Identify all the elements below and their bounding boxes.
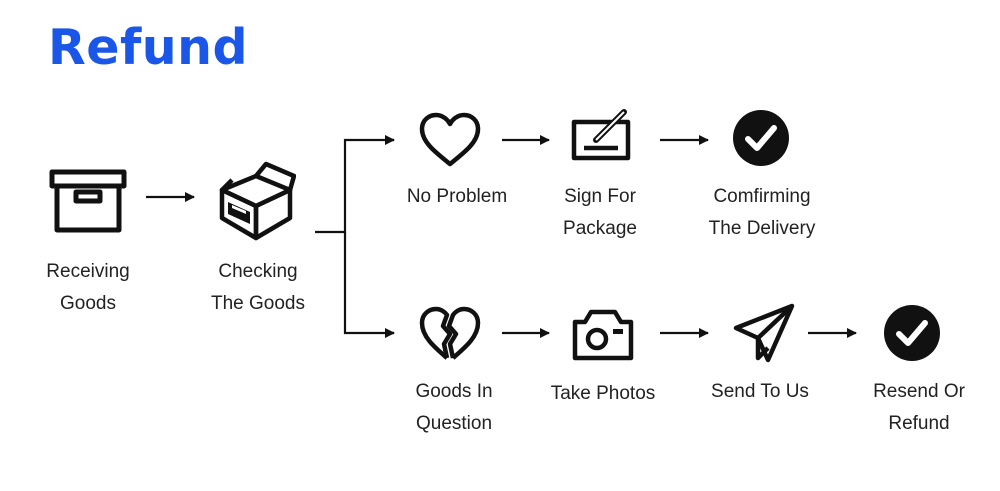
heart-icon: [419, 112, 481, 167]
signature-icon: [571, 109, 631, 161]
step-no-problem: No Problem: [406, 186, 508, 207]
branch-connector: [315, 138, 394, 234]
box-icon: [49, 169, 127, 233]
broken-heart-icon: [419, 306, 481, 360]
page-title: Refund: [48, 19, 249, 76]
check-circle-icon: [884, 305, 940, 361]
step-take-photos: Take Photos: [550, 383, 656, 404]
camera-icon: [572, 309, 634, 361]
open-box-icon: [219, 161, 296, 241]
paper-plane-icon: [733, 303, 795, 363]
check-circle-icon: [733, 110, 789, 166]
step-send-to-us: Send To Us: [711, 381, 809, 402]
